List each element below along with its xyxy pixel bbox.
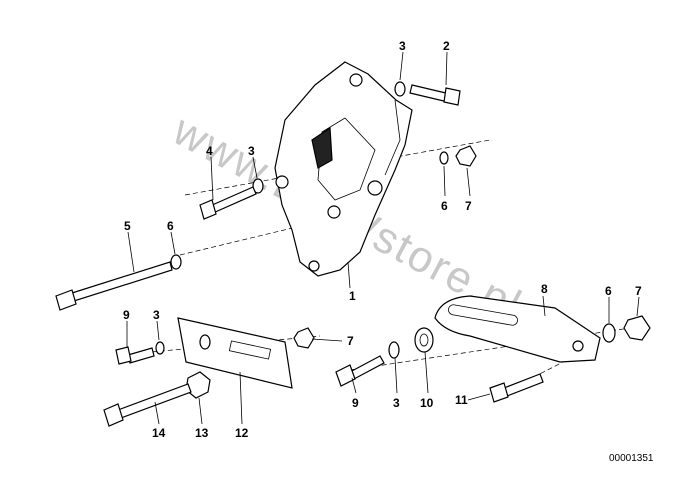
callout-4: 4: [206, 144, 213, 158]
washer-middle: [252, 178, 264, 194]
leader-lines: [126, 51, 640, 425]
callout-3: 3: [393, 396, 400, 410]
callout-7: 7: [635, 284, 642, 298]
washer-top: [394, 81, 406, 97]
nut-lower: [185, 371, 211, 399]
callout-12: 12: [235, 426, 249, 440]
callout-2: 2: [443, 39, 450, 53]
bolt-arm: [489, 373, 544, 403]
document-id: 00001351: [609, 453, 654, 464]
bolt-lower-middle: [335, 355, 385, 387]
washer-plate-left: [155, 341, 165, 355]
callout-14: 14: [152, 426, 166, 440]
bolt-middle: [199, 186, 257, 220]
washer-far-right: [602, 323, 616, 343]
callout-6: 6: [441, 199, 448, 213]
callout-6: 6: [605, 284, 612, 298]
bolt-lower-long: [103, 383, 192, 427]
callout-7: 7: [347, 334, 354, 348]
slotted-plate: [177, 317, 293, 389]
washer-lower-middle: [388, 341, 400, 359]
callout-6: 6: [167, 219, 174, 233]
callout-5: 5: [124, 219, 131, 233]
callout-9: 9: [123, 308, 130, 322]
washer-right-upper: [439, 151, 449, 165]
spacer-ring-inner: [419, 333, 429, 347]
axis-line-lower-right: [349, 324, 651, 371]
nut-plate: [293, 327, 315, 349]
callout-3: 3: [153, 308, 160, 322]
callout-8: 8: [541, 282, 548, 296]
long-bolt: [55, 261, 173, 311]
callout-7: 7: [465, 199, 472, 213]
adjusting-arm: [434, 295, 601, 363]
callout-13: 13: [195, 426, 209, 440]
callout-9: 9: [352, 396, 359, 410]
bolt-plate-left: [115, 346, 155, 365]
nut-right-upper: [455, 145, 477, 167]
axis-line-middle: [179, 224, 306, 256]
callout-3: 3: [248, 144, 255, 158]
spacer-ring: [414, 327, 434, 353]
callout-10: 10: [420, 396, 434, 410]
main-bracket: [274, 61, 413, 277]
callout-3: 3: [399, 39, 406, 53]
callout-1: 1: [349, 289, 356, 303]
bolt-top: [409, 84, 461, 106]
callout-11: 11: [455, 393, 468, 407]
washer-left: [170, 254, 182, 270]
nut-far-right: [623, 315, 651, 341]
